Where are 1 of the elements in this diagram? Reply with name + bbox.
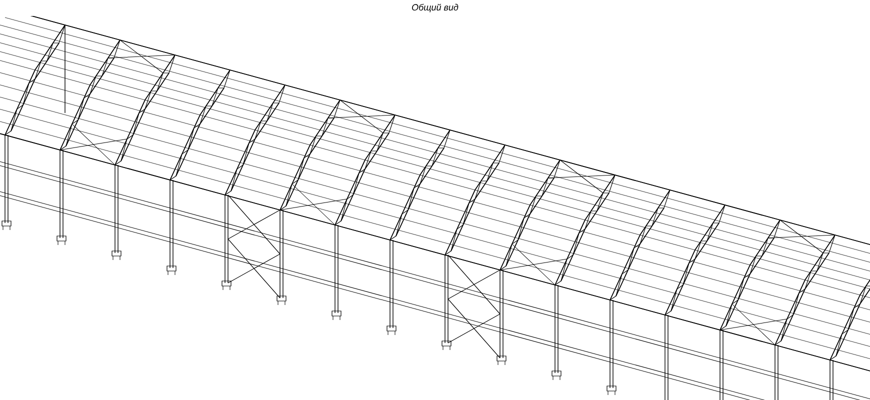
title: Общий вид: [412, 4, 458, 12]
